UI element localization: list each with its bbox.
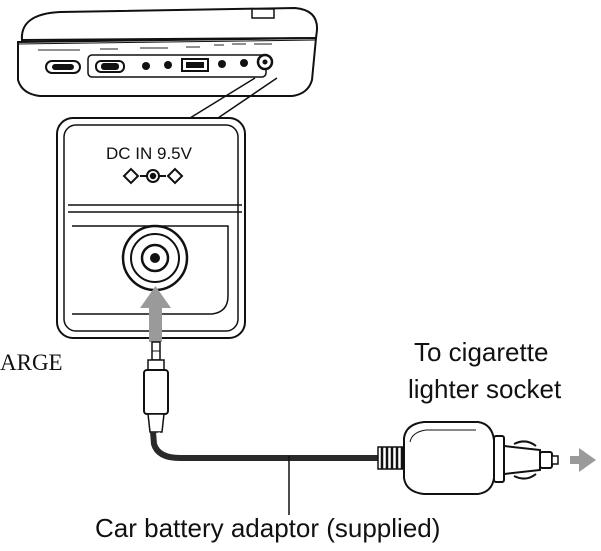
socket-label-line2: lighter socket xyxy=(408,374,562,404)
up-arrow-icon xyxy=(140,286,171,342)
adaptor-label: Car battery adaptor (supplied) xyxy=(95,513,440,543)
dc-jack xyxy=(121,224,189,292)
socket-label-line1: To cigarette xyxy=(414,337,548,367)
right-arrow-icon xyxy=(570,448,596,472)
dc-plug xyxy=(143,341,169,433)
dc-polarity-icon xyxy=(122,167,184,185)
callout-lines xyxy=(189,77,278,119)
partial-text: ARGE xyxy=(0,350,63,375)
lighter-plug xyxy=(377,421,559,495)
adaptor-cable xyxy=(150,431,382,461)
jack-label: DC IN 9.5V xyxy=(106,144,193,163)
dvd-player xyxy=(17,6,319,97)
